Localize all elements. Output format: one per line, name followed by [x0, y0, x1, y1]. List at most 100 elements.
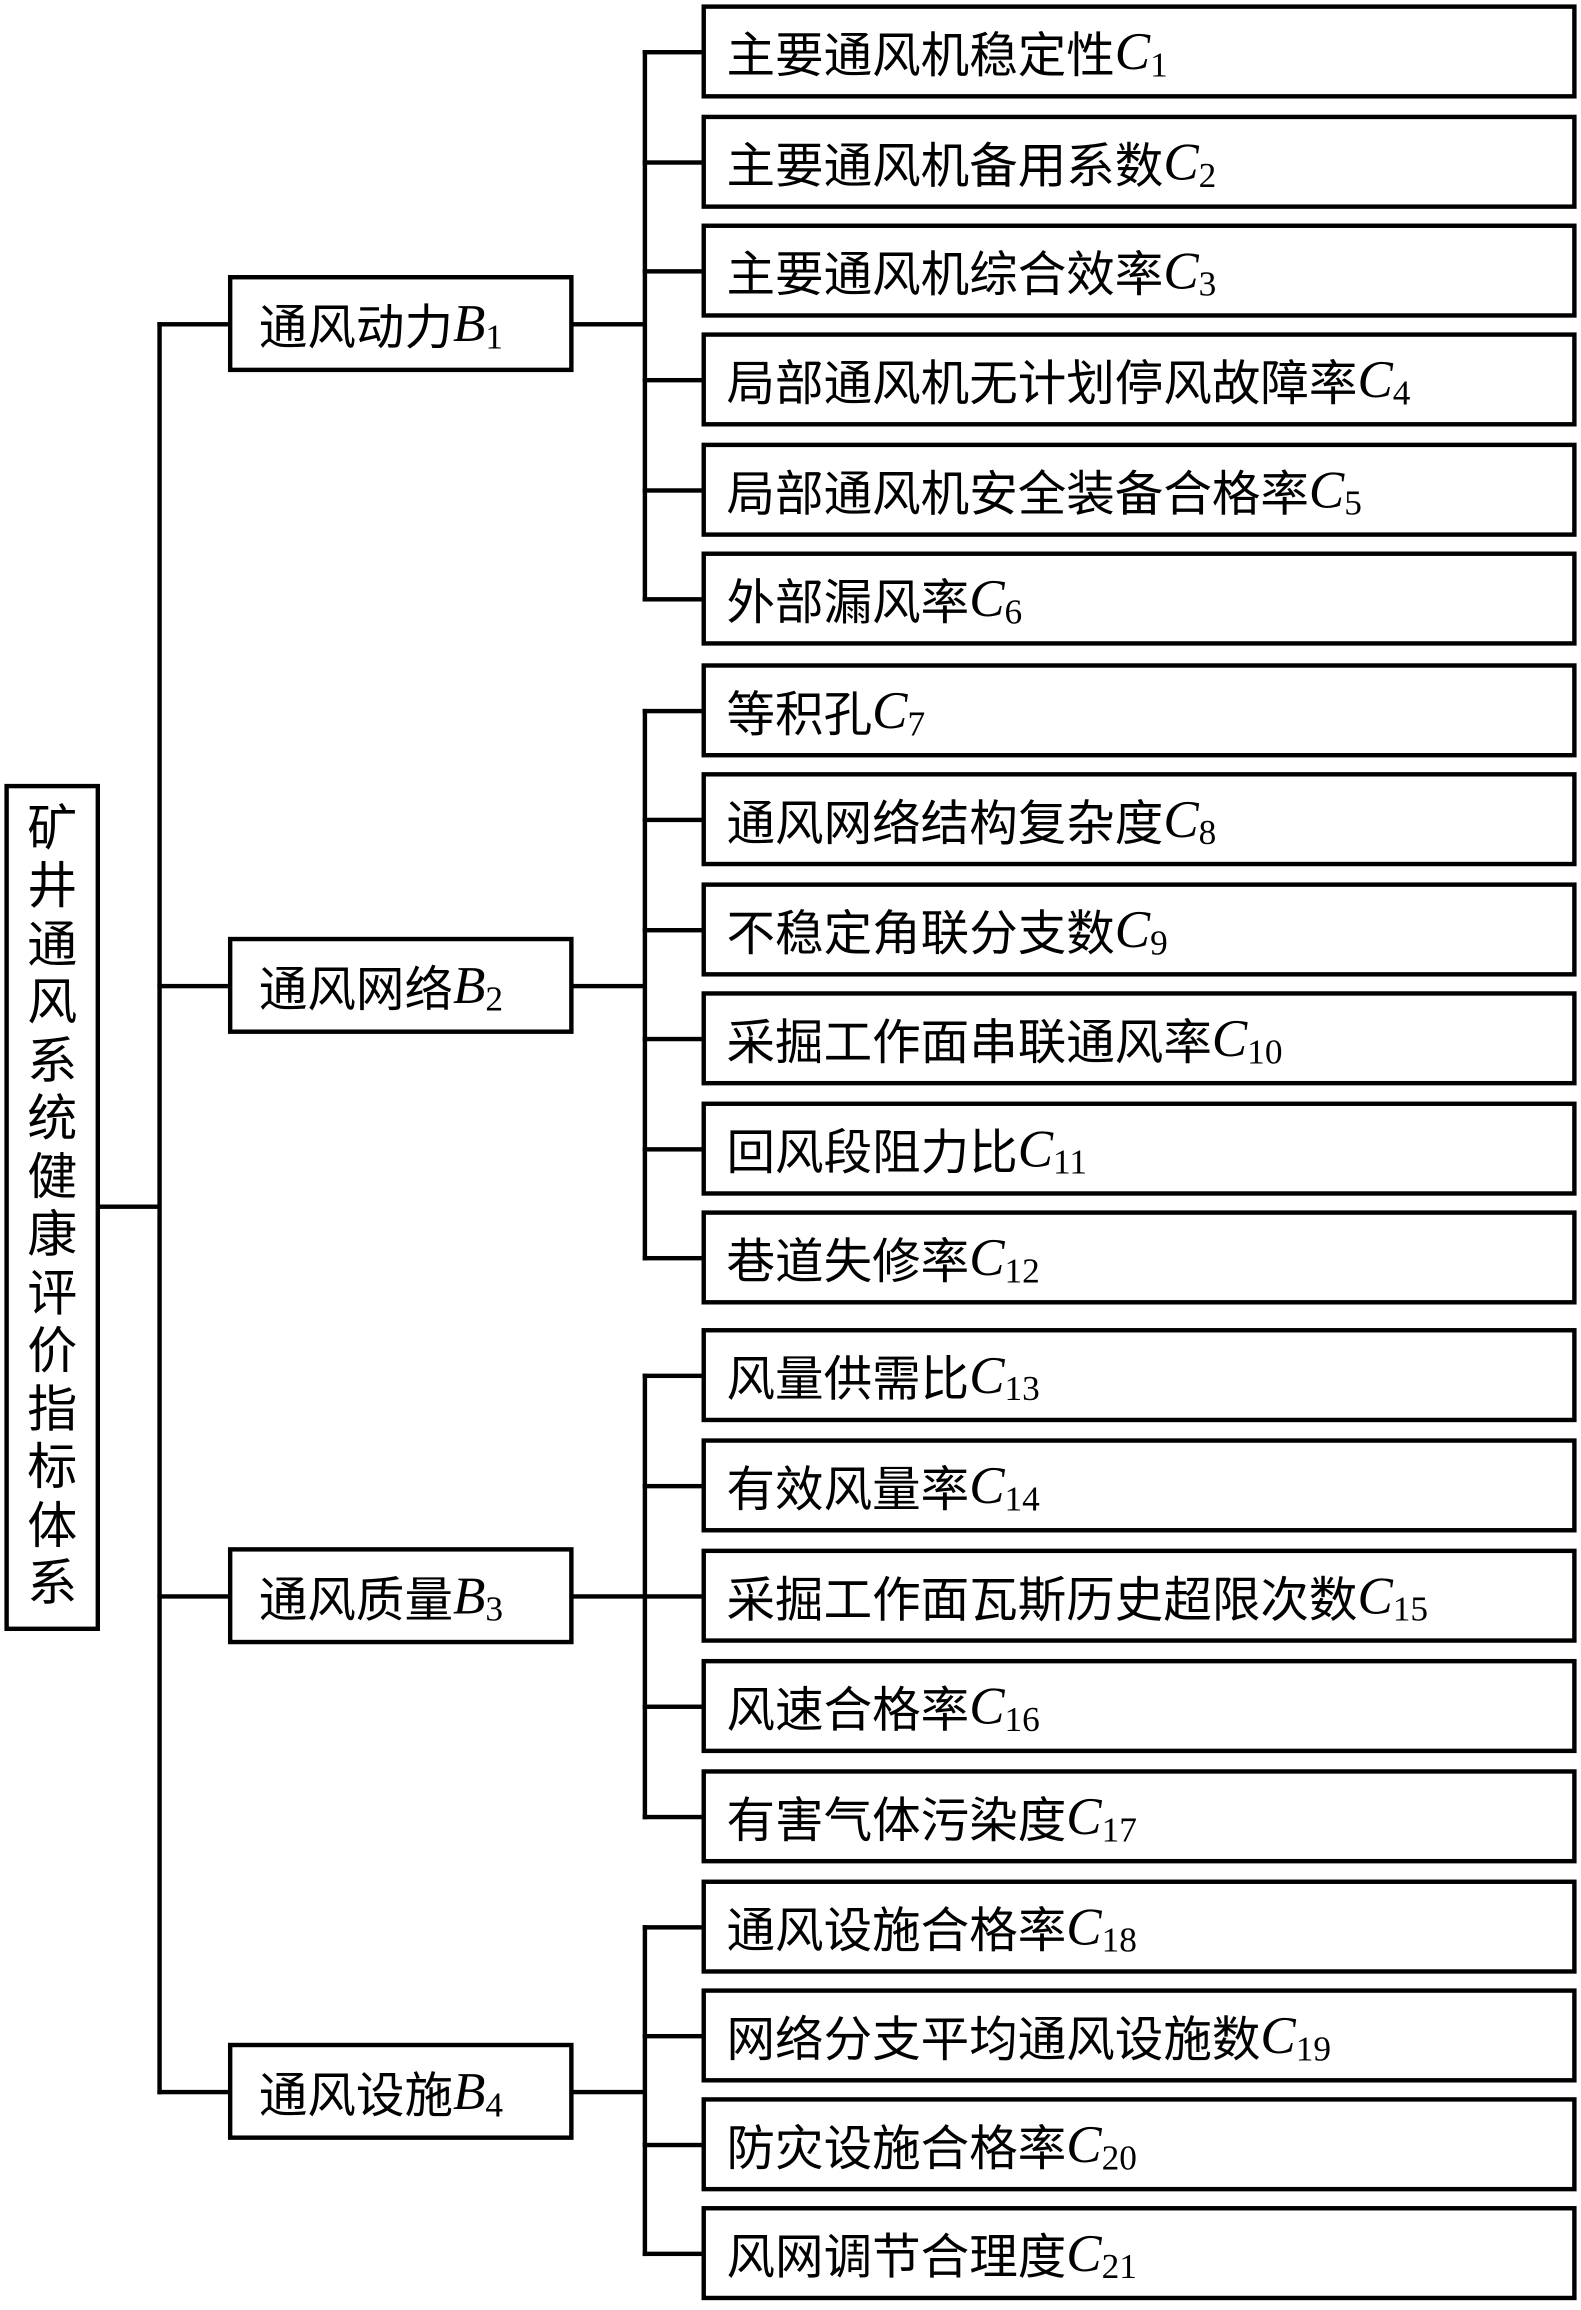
connector-line [642, 708, 705, 714]
node-subscript: 1 [1150, 46, 1168, 85]
node-subscript: 12 [1004, 1252, 1040, 1291]
connector-line [570, 322, 646, 327]
node-subscript: 18 [1101, 1921, 1137, 1960]
root-label-char: 指 [27, 1380, 78, 1440]
node-label: 风网调节合理度 [726, 2228, 1067, 2286]
node-label: 通风动力 [258, 298, 453, 356]
node-subscript: 2 [485, 980, 503, 1019]
connector-line [642, 269, 705, 274]
node-variable: C [1114, 22, 1151, 81]
node-label: 通风网络结构复杂度 [726, 794, 1164, 852]
node-subscript: 13 [1004, 1369, 1040, 1409]
node-label: 回风段阻力比 [726, 1123, 1018, 1181]
node-subscript: 2 [1198, 156, 1217, 195]
node-variable: C [872, 680, 908, 740]
connector-line [642, 1704, 705, 1709]
node-label: 局部通风机无计划停风故障率 [726, 354, 1358, 412]
root-label-char: 评 [27, 1264, 78, 1323]
connector-line [157, 1594, 231, 1599]
node-subscript: 17 [1101, 1811, 1137, 1850]
node-label: 通风设施合格率 [726, 1901, 1067, 1959]
node-variable: B [452, 2061, 486, 2121]
connector-line [642, 1373, 705, 1379]
root-label-char: 风 [27, 973, 78, 1033]
node-subscript: 9 [1150, 924, 1168, 963]
connector-line [157, 983, 231, 989]
node-subscript: 1 [485, 318, 503, 357]
node-label: 通风质量 [258, 1570, 453, 1629]
node-subscript: 4 [485, 2086, 503, 2125]
connector-line [642, 50, 705, 55]
node-variable: B [452, 1566, 486, 1626]
node-variable: C [1308, 460, 1345, 520]
node-label: 网络分支平均通风设施数 [726, 2010, 1261, 2068]
node-label: 通风设施 [258, 2066, 453, 2124]
root-label-char: 矿 [27, 799, 78, 859]
node-subscript: 3 [485, 1590, 503, 1629]
node-variable: C [969, 1455, 1005, 1515]
node-label: 风量供需比 [726, 1350, 970, 1408]
connector-line [642, 817, 705, 823]
connector-line [642, 1594, 705, 1599]
node-variable: C [969, 1676, 1005, 1736]
connector-line [570, 2089, 646, 2095]
node-subscript: 15 [1392, 1590, 1429, 1629]
connector-line [642, 708, 648, 1261]
root-label-char: 标 [27, 1438, 78, 1498]
root-label-char: 统 [27, 1089, 78, 1149]
node-label: 主要通风机备用系数 [726, 136, 1164, 195]
node-label: 有效风量率 [726, 1460, 970, 1518]
node-variable: C [1066, 1897, 1102, 1957]
node-variable: C [969, 569, 1005, 628]
root-label-char: 通 [27, 915, 78, 975]
node-subscript: 10 [1247, 1033, 1283, 1072]
connector-line [642, 1255, 705, 1261]
connector-line [642, 2033, 705, 2039]
connector-line [157, 2089, 231, 2095]
node-subscript: 5 [1344, 484, 1362, 523]
connector-line [642, 1147, 705, 1152]
connector-line [98, 1204, 161, 1209]
connector-line [642, 1036, 705, 1042]
connector-line [570, 1594, 646, 1599]
node-label: 防灾设施合格率 [726, 2119, 1067, 2177]
root-label-char: 体 [27, 1496, 78, 1556]
node-subscript: 6 [1004, 593, 1023, 632]
node-variable: C [1163, 241, 1199, 301]
root-label-char: 价 [27, 1322, 78, 1381]
connector-line [157, 322, 162, 2095]
connector-line [642, 1814, 705, 1820]
connector-line [642, 928, 705, 933]
node-label: 采掘工作面串联通风率 [726, 1013, 1212, 1071]
root-label-char: 健 [27, 1147, 78, 1207]
node-variable: B [452, 955, 486, 1015]
connector-line [642, 597, 705, 602]
node-label: 通风网络 [258, 960, 453, 1018]
node-subscript: 11 [1053, 1143, 1088, 1182]
node-variable: C [1114, 900, 1151, 959]
node-variable: C [1163, 132, 1199, 192]
node-subscript: 7 [907, 705, 926, 744]
node-variable: C [1357, 1566, 1393, 1626]
node-variable: C [1211, 1008, 1248, 1068]
